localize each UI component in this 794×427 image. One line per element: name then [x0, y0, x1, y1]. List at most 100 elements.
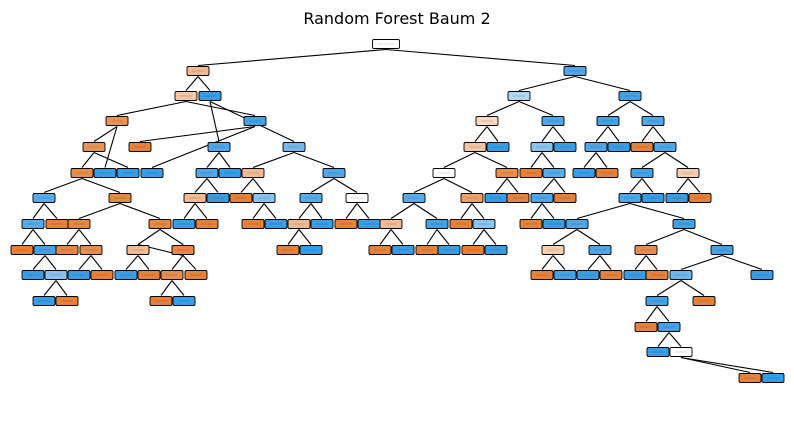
- tree-edge: [183, 203, 196, 219]
- tree-edge: [541, 126, 554, 142]
- tree-edge: [125, 255, 139, 270]
- tree-node: [553, 270, 577, 280]
- tree-edge: [81, 177, 121, 194]
- tree-edge: [43, 177, 83, 194]
- tree-node: [276, 245, 300, 255]
- tree-node: [738, 373, 762, 383]
- tree-edge: [576, 202, 631, 220]
- tree-node: [553, 193, 577, 203]
- tree-edge: [583, 152, 597, 168]
- tree-node: [472, 219, 496, 229]
- tree-edge: [119, 202, 161, 220]
- tree-edge: [595, 152, 608, 168]
- tree-edge: [472, 229, 485, 245]
- tree-node: [241, 168, 265, 178]
- figure-title: Random Forest Baum 2: [303, 9, 490, 28]
- tree-edge: [645, 228, 685, 246]
- tree-edge: [151, 125, 256, 169]
- tree-node: [688, 193, 712, 203]
- tree-node: [634, 322, 658, 332]
- tree-edge: [55, 280, 68, 296]
- tree-node: [186, 66, 210, 76]
- tree-node: [93, 168, 117, 178]
- tree-edge: [645, 306, 658, 322]
- tree-edge: [541, 178, 555, 193]
- tree-edge: [413, 178, 445, 193]
- tree-node: [641, 116, 665, 126]
- tree-edge: [194, 203, 208, 219]
- tree-node: [55, 245, 79, 255]
- tree-edge: [137, 229, 161, 245]
- tree-edge: [206, 178, 219, 193]
- tree-edge: [43, 280, 57, 296]
- tree-node: [114, 270, 138, 280]
- tree-edge: [426, 229, 438, 245]
- tree-node: [449, 219, 473, 229]
- tree-node: [630, 142, 654, 152]
- tree-edge: [474, 126, 488, 142]
- tree-node: [750, 270, 774, 280]
- tree-node: [672, 219, 696, 229]
- tree-node: [252, 193, 276, 203]
- tree-node: [588, 245, 612, 255]
- tree-node: [108, 193, 132, 203]
- tree-node: [90, 270, 114, 280]
- tree-node: [460, 193, 484, 203]
- tree-node: [172, 219, 196, 229]
- tree-node: [596, 116, 620, 126]
- tree-edge: [159, 229, 184, 245]
- tree-node: [576, 270, 600, 280]
- tree-edge: [664, 152, 689, 168]
- tree-node: [572, 168, 596, 178]
- tree-node: [126, 245, 150, 255]
- tree-edge: [66, 229, 80, 245]
- tree-edge: [93, 126, 118, 142]
- tree-node: [542, 168, 566, 178]
- tree-edge: [645, 255, 658, 270]
- tree-edge: [333, 178, 358, 193]
- tree-node: [630, 168, 654, 178]
- tree-edge: [629, 101, 654, 116]
- tree-node: [676, 168, 700, 178]
- tree-node: [70, 168, 94, 178]
- tree-edge: [506, 178, 519, 193]
- tree-node: [463, 142, 487, 152]
- tree-edge: [680, 254, 723, 271]
- tree-node: [541, 245, 565, 255]
- tree-node: [171, 245, 195, 255]
- tree-edge: [32, 203, 45, 219]
- tree-edge: [552, 255, 566, 270]
- tree-edge: [680, 280, 705, 296]
- tree-node: [553, 142, 577, 152]
- tree-edge: [541, 255, 554, 270]
- tree-node: [67, 219, 91, 229]
- tree-node: [495, 168, 519, 178]
- tree-edge: [310, 178, 335, 193]
- tree-node: [519, 168, 543, 178]
- tree-node: [692, 296, 716, 306]
- tree-node: [149, 296, 173, 306]
- tree-node: [519, 219, 543, 229]
- tree-node: [32, 296, 56, 306]
- tree-edge: [530, 203, 543, 219]
- tree-edge: [474, 152, 508, 168]
- tree-node: [645, 296, 669, 306]
- tree-node: [506, 193, 530, 203]
- tree-node: [563, 66, 587, 76]
- tree-edge: [629, 178, 643, 193]
- tree-node: [530, 193, 554, 203]
- tree-node: [241, 219, 265, 229]
- tree-node: [299, 245, 323, 255]
- tree-edge: [553, 178, 566, 193]
- tree-node: [207, 142, 231, 152]
- tree-edge: [356, 203, 370, 219]
- tree-edge: [680, 356, 774, 374]
- tree-edge: [641, 126, 654, 142]
- tree-node: [334, 219, 358, 229]
- tree-node: [641, 193, 665, 203]
- tree-edge: [298, 229, 312, 245]
- tree-node: [148, 219, 172, 229]
- tree-edge: [587, 255, 601, 270]
- tree-edge: [194, 178, 208, 193]
